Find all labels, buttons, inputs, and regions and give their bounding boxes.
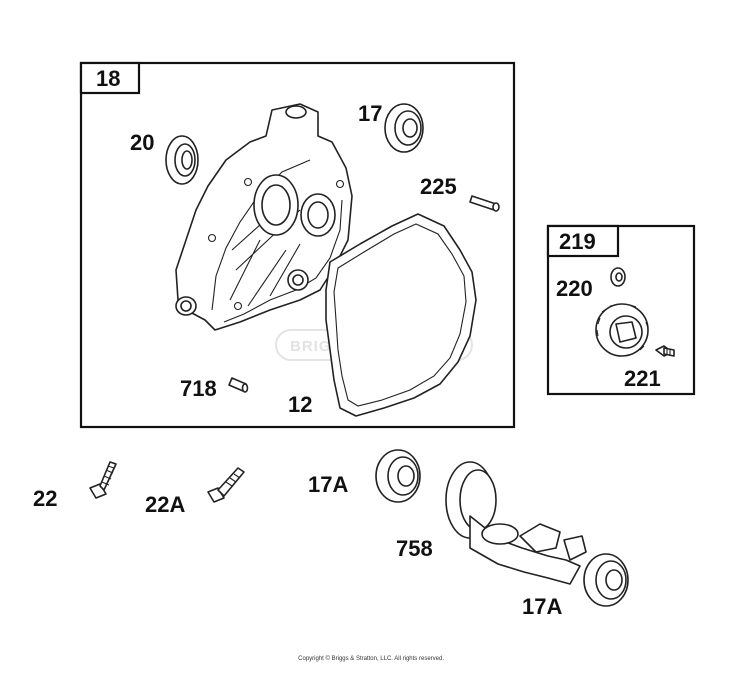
washer-220 <box>610 267 626 287</box>
bolt-221 <box>655 345 675 357</box>
dowel-pin-718 <box>228 377 249 393</box>
dowel-pin-225 <box>469 195 500 212</box>
bearing-17 <box>384 103 424 153</box>
callout-17A-bottom: 17A <box>522 594 562 619</box>
crankcase-cover <box>175 103 353 331</box>
callout-221: 221 <box>624 366 661 391</box>
bearing-17A-top <box>375 449 421 503</box>
balance-shaft-758 <box>445 461 587 585</box>
callout-758: 758 <box>396 536 433 561</box>
callout-17A-top: 17A <box>308 472 348 497</box>
governor-gear <box>595 303 649 357</box>
callout-20: 20 <box>130 130 154 155</box>
copyright-notice: Copyright © Briggs & Stratton, LLC. All … <box>298 656 444 662</box>
callout-17: 17 <box>358 101 382 126</box>
oil-seal-20 <box>165 135 199 185</box>
callout-22: 22 <box>33 486 57 511</box>
group-219-label: 219 <box>559 229 596 254</box>
bolt-22 <box>89 461 117 499</box>
gasket-12 <box>325 213 477 417</box>
group-18: 18 <box>79 61 516 429</box>
callout-22A: 22A <box>145 492 185 517</box>
callout-718: 718 <box>180 376 217 401</box>
bearing-17A-bottom <box>583 553 629 607</box>
callout-225: 225 <box>420 174 457 199</box>
callout-12: 12 <box>288 392 312 417</box>
group-18-label: 18 <box>96 66 120 91</box>
callout-220: 220 <box>556 276 593 301</box>
group-219: 219 <box>546 224 696 396</box>
bolt-22A <box>207 467 245 503</box>
